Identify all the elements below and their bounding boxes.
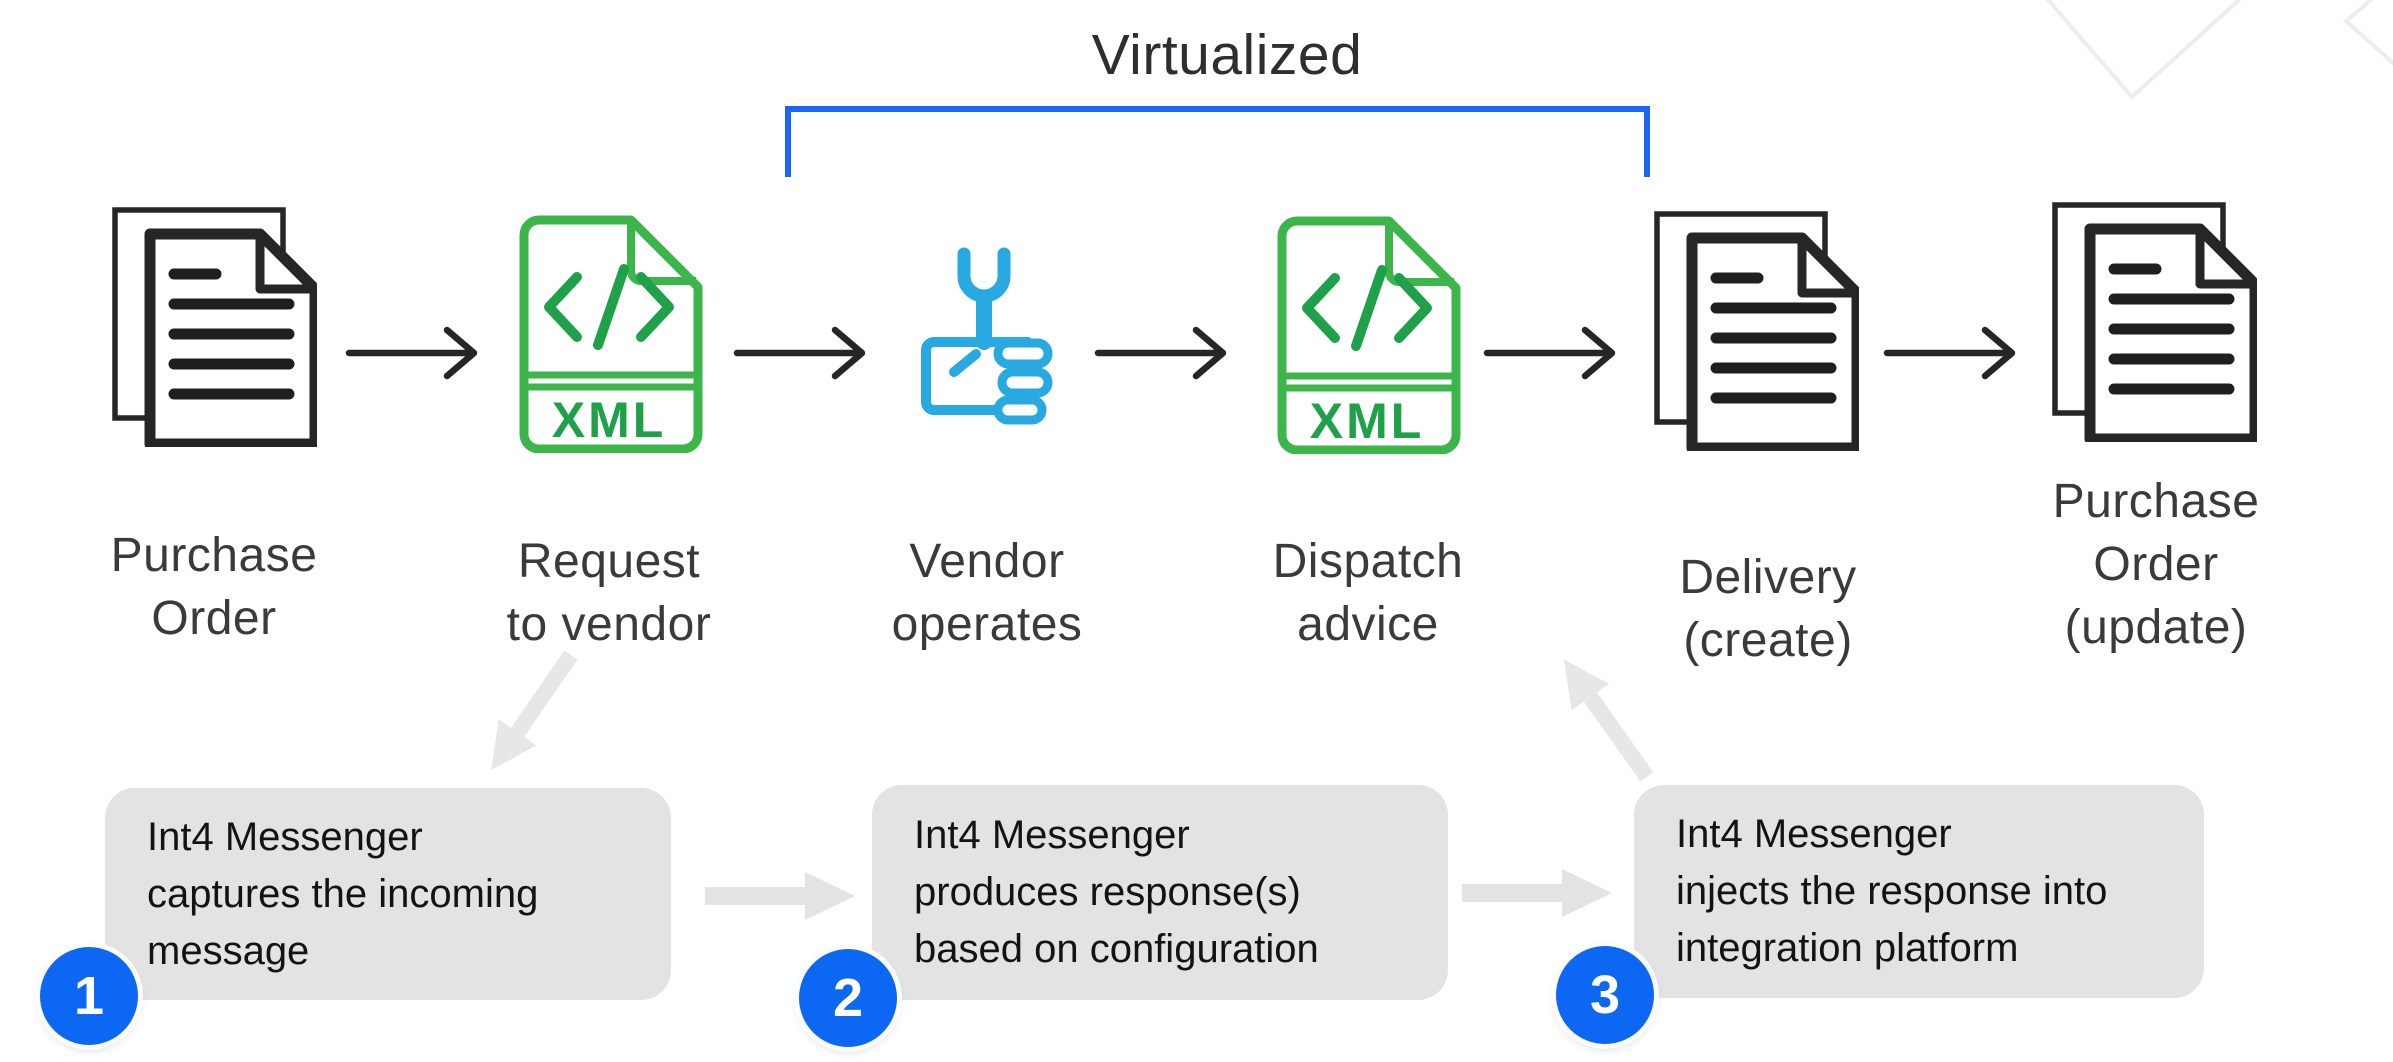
label-line: Order [2093,538,2219,591]
badge-number: 2 [832,968,864,1028]
step-label-request-to-vendor: Request to vendor [409,530,809,656]
callout-line: Int4 Messenger [147,814,423,859]
step-badge-3: 3 [1556,946,1654,1044]
callout-3: Int4 Messenger injects the response into… [1634,785,2204,998]
label-line: to vendor [506,598,712,651]
xml-file-icon: XML [519,215,703,453]
xml-badge-text: XML [1310,393,1425,449]
badge-number: 1 [73,966,105,1026]
label-line: (create) [1683,614,1853,667]
background-zigzag-decoration [2045,0,2393,100]
code-glyph [544,264,674,350]
label-line: Dispatch [1272,535,1464,588]
xml-badge-text: XML [552,392,667,448]
flow-arrow [1483,326,1616,380]
callout-line: Int4 Messenger [1676,812,1952,856]
virtualized-bracket [785,106,1650,177]
label-line: Order [151,592,277,645]
step-label-dispatch-advice: Dispatch advice [1168,530,1568,656]
flow-arrow [733,326,866,380]
documents-icon [2052,202,2257,442]
label-line: Delivery [1679,551,1857,604]
xml-file-icon: XML [1277,216,1461,454]
callout-line: produces response(s) [914,870,1301,914]
wrench-hand-icon [921,247,1053,425]
callout-line: injects the response into [1676,869,2108,913]
label-line: Vendor [909,535,1065,588]
badge-number: 3 [1589,965,1621,1025]
flow-arrow [1094,326,1227,380]
step-label-purchase-order: Purchase Order [14,524,414,650]
step-label-delivery-create: Delivery (create) [1568,546,1968,672]
callout-line: captures the incoming [147,871,539,916]
down-arrow-to-callout-1 [491,650,578,771]
label-line: advice [1297,598,1439,651]
callout-2: Int4 Messenger produces response(s) base… [872,785,1448,1000]
documents-icon [1654,211,1859,451]
step-label-vendor-operates: Vendor operates [787,530,1187,656]
step-badge-1: 1 [40,947,138,1045]
callout-line: integration platform [1676,926,2019,970]
gray-arrow-callout-1-to-2 [705,872,855,920]
documents-icon [112,207,317,447]
callout-1: Int4 Messenger captures the incoming mes… [105,788,671,1000]
label-line: Request [517,535,701,588]
label-line: Purchase [110,529,318,582]
up-arrow-to-dispatch-advice [1563,659,1654,782]
virtualized-label: Virtualized [1091,23,1363,87]
gray-arrow-callout-2-to-3 [1462,869,1612,917]
code-glyph [1302,265,1432,351]
flow-arrow [1883,326,2016,380]
step-label-purchase-order-update: Purchase Order (update) [1956,470,2356,659]
label-line: operates [891,598,1083,651]
callout-line: based on configuration [914,927,1319,971]
callout-line: Int4 Messenger [914,813,1190,857]
label-line: Purchase [2052,475,2260,528]
step-badge-2: 2 [799,949,897,1047]
flow-arrow [345,326,478,380]
callout-line: message [147,928,310,973]
label-line: (update) [2064,601,2248,654]
